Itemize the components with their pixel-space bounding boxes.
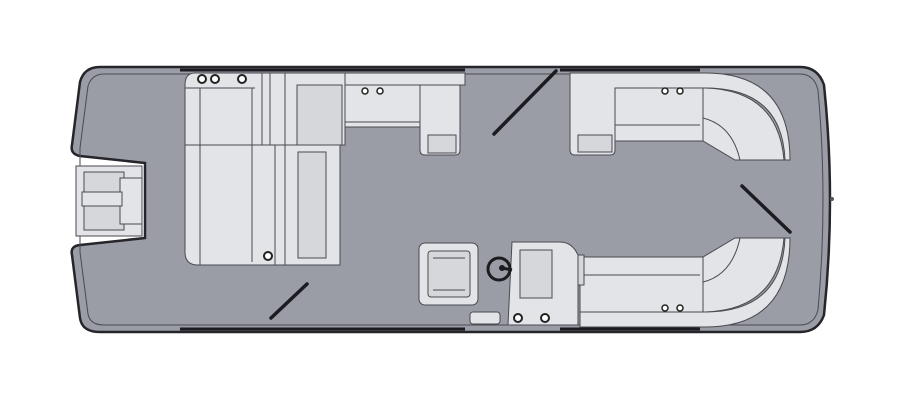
deck-inner-edge [79, 73, 824, 326]
gate-bow [740, 184, 792, 234]
helm-console [469, 241, 579, 326]
bow-lounge-port [569, 72, 791, 161]
cupholder-icon [263, 251, 273, 261]
stern-platform-seat [75, 165, 143, 237]
gate-port-mid [492, 69, 558, 136]
mid-lounge-port [344, 72, 466, 156]
stern-lounge [184, 72, 346, 266]
helm-seat [418, 242, 479, 306]
gate-stern [269, 282, 309, 320]
cupholder-icon [210, 74, 220, 84]
bow-light [830, 197, 834, 201]
cupholder-icon [237, 74, 247, 84]
cupholder-icon [197, 74, 207, 84]
steering-wheel-icon [486, 256, 513, 282]
